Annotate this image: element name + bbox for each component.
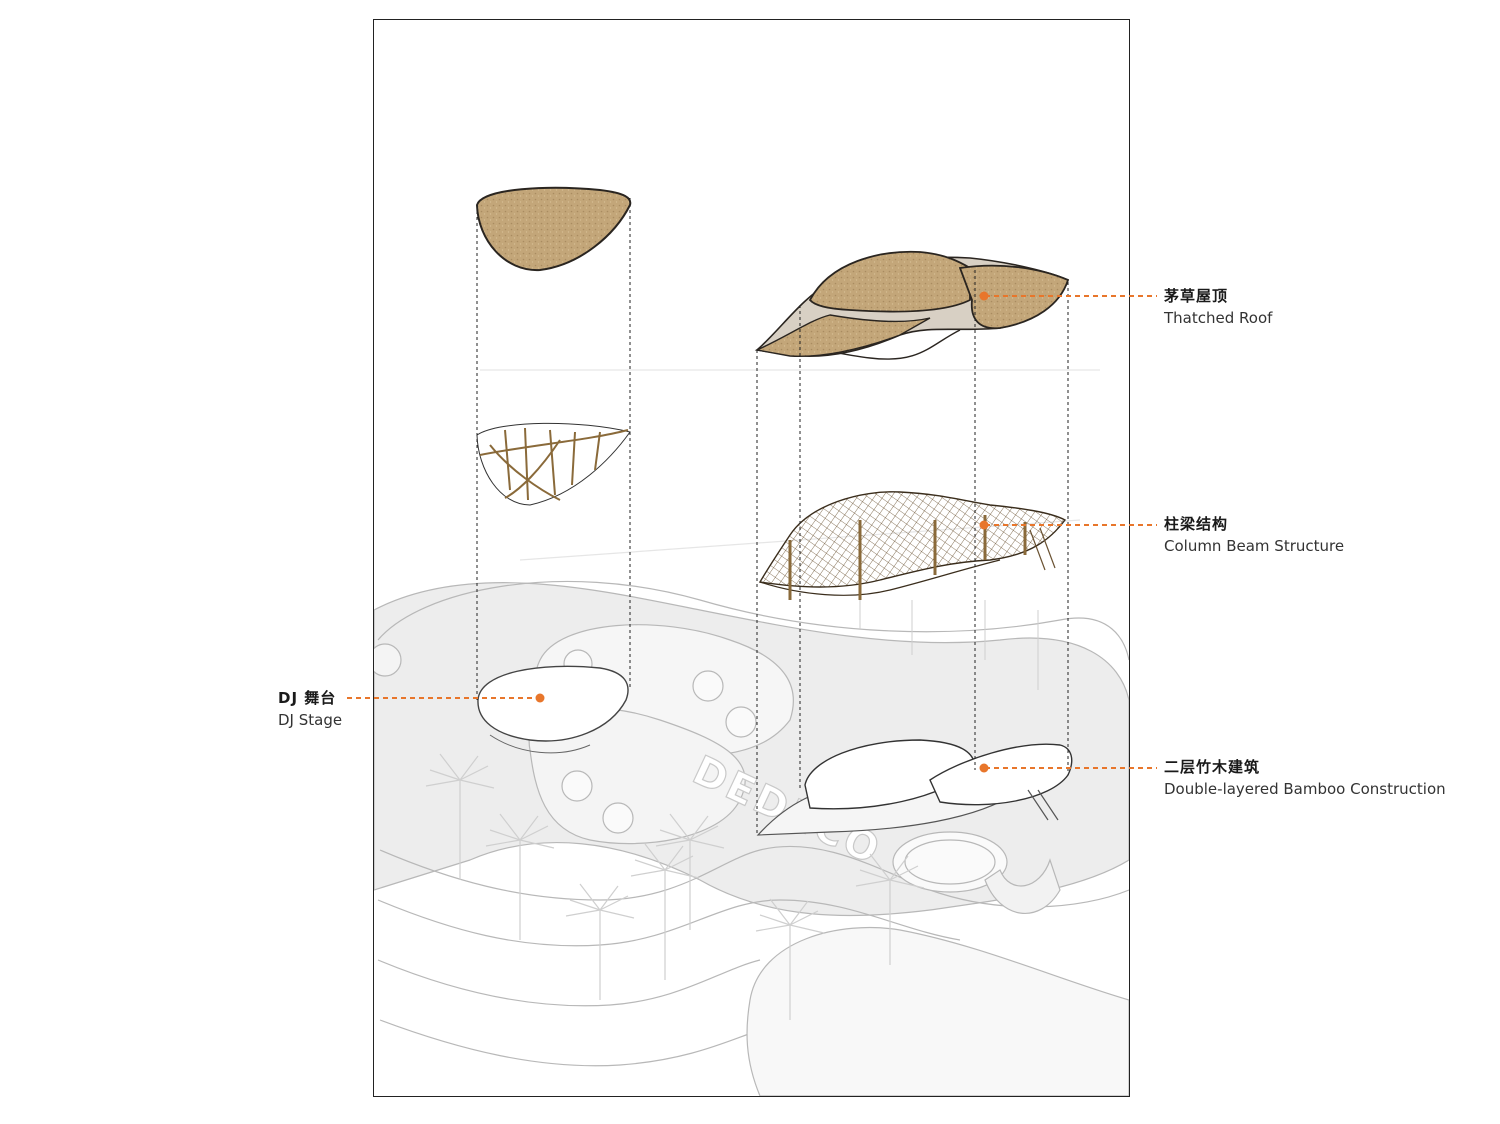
- site-upper-curve: [377, 580, 1129, 661]
- palm-tree-1: [425, 753, 495, 880]
- dj-stage: [477, 665, 629, 754]
- label-bamboo-construction-cn: 二层竹木建筑: [1164, 758, 1261, 776]
- site-pool-inner: [904, 839, 996, 885]
- label-column-beam: 柱梁结构 Column Beam Structure: [1164, 515, 1344, 555]
- label-column-beam-en: Column Beam Structure: [1164, 537, 1345, 555]
- dj-canopy-structure: [476, 422, 631, 506]
- palm-tree-5: [755, 898, 825, 1020]
- site-left-disc: [374, 643, 402, 677]
- leader-lines: [347, 295, 1157, 769]
- label-dj-stage: DJ 舞台 DJ Stage: [278, 689, 342, 729]
- palm-tree-7: [655, 813, 725, 930]
- label-column-beam-cn: 柱梁结构: [1164, 515, 1229, 533]
- label-dj-stage-en: DJ Stage: [278, 711, 343, 729]
- label-thatched-roof-en: Thatched Roof: [1164, 309, 1273, 327]
- site-plan: [374, 369, 1129, 1096]
- projection-lines: [476, 198, 1069, 835]
- pavilion-column-beam-structure: [758, 491, 1067, 690]
- site-lower-blob: [746, 927, 1129, 1096]
- dot-thatched-roof: [979, 291, 989, 301]
- site-wave-3: [377, 959, 761, 1007]
- label-thatched-roof-cn: 茅草屋顶: [1164, 287, 1229, 305]
- site-wave-1: [379, 845, 1129, 908]
- label-bamboo-construction: 二层竹木建筑 Double-layered Bamboo Constructio…: [1164, 758, 1446, 798]
- bamboo-building: [756, 739, 1073, 836]
- site-table-5: [602, 802, 634, 834]
- label-bamboo-construction-en: Double-layered Bamboo Construction: [1164, 780, 1446, 798]
- palm-trees: [425, 753, 925, 1020]
- dj-canopy-thatched-roof: [475, 186, 632, 272]
- site-wave-2: [377, 899, 961, 947]
- site-table-4: [561, 770, 593, 802]
- site-pool: [892, 831, 1008, 893]
- dot-dj-stage: [535, 693, 545, 703]
- palm-tree-6: [855, 853, 925, 965]
- palm-tree-3: [565, 883, 635, 1000]
- palm-tree-2: [485, 813, 555, 940]
- palm-tree-4: [630, 843, 700, 980]
- label-dj-stage-cn: DJ 舞台: [278, 689, 337, 707]
- label-thatched-roof: 茅草屋顶 Thatched Roof: [1164, 287, 1272, 327]
- site-table-3: [725, 706, 757, 738]
- pavilion-thatched-roof: [754, 250, 1070, 360]
- site-bar-counter: [984, 858, 1061, 914]
- site-table-2: [692, 670, 724, 702]
- dot-column-beam: [979, 520, 989, 530]
- leader-dots: [535, 291, 989, 773]
- site-wave-4: [379, 1019, 761, 1067]
- dot-bamboo: [979, 763, 989, 773]
